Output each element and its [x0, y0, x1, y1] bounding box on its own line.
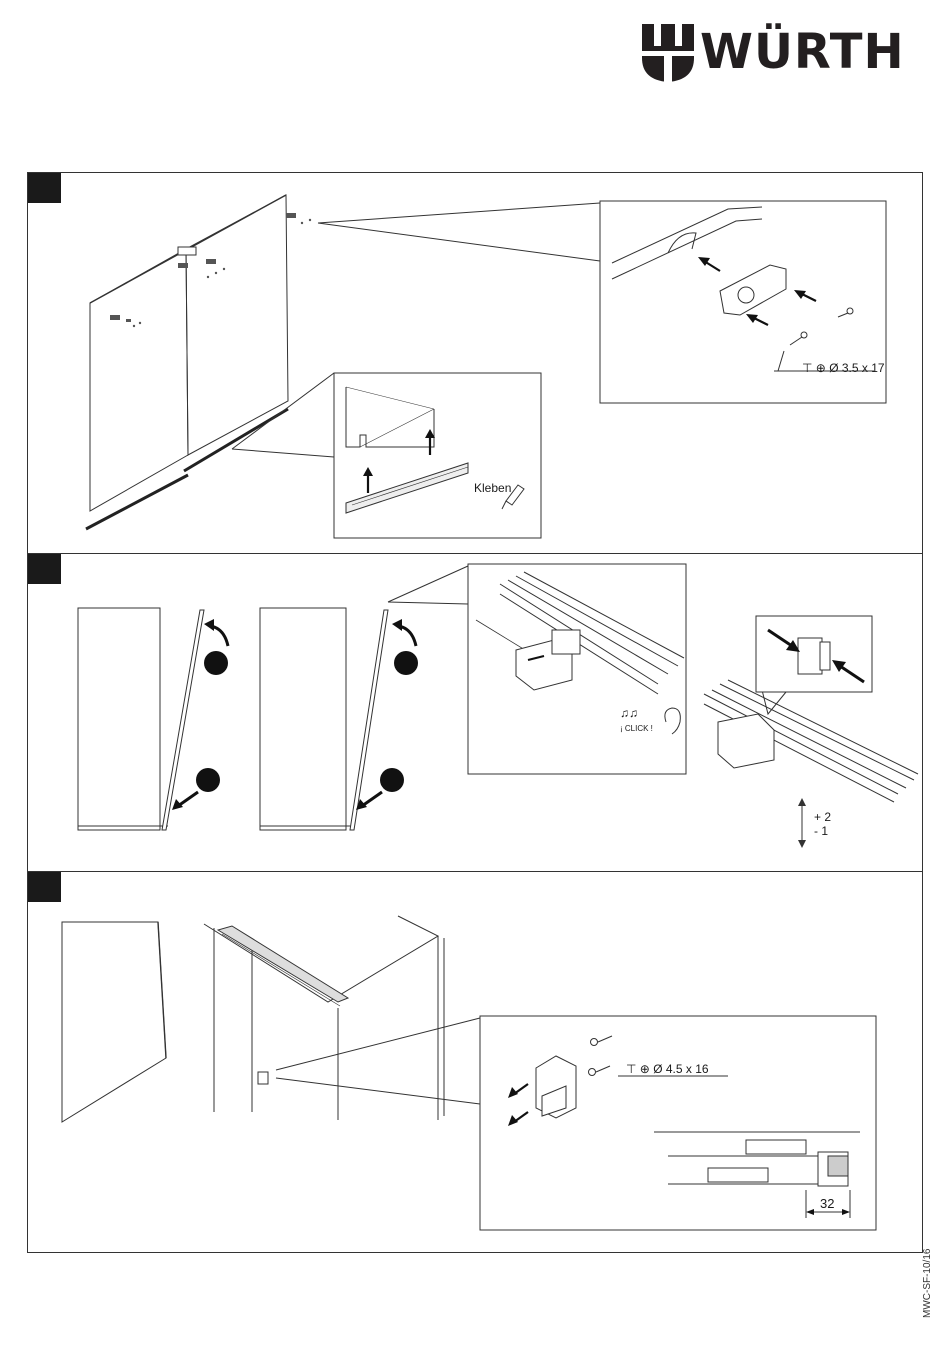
adjust-plus: + 2: [814, 810, 831, 824]
dimension-label: 32: [820, 1196, 834, 1211]
document-id: MWC-SF-10/16: [922, 1249, 933, 1318]
step-3-panel: ⊤ ⊕ Ø 4.5 x 16 32: [27, 871, 923, 1253]
step-1-illustration: [28, 173, 924, 555]
phillips-drive-icon: ⊕: [640, 1062, 650, 1076]
wurth-shield-icon: [640, 22, 696, 84]
music-notes-icon: ♫♫: [620, 706, 638, 720]
screw-head-icon: ⊤: [626, 1062, 636, 1076]
step-2-illustration: [28, 554, 924, 873]
screw-spec-2: ⊤ ⊕ Ø 4.5 x 16: [626, 1062, 709, 1076]
phillips-drive-icon: ⊕: [816, 361, 826, 375]
brand-name: WÜRTH: [700, 26, 905, 78]
step-3-illustration: [28, 872, 924, 1254]
screw-spec-1: ⊤ ⊕ Ø 3.5 x 17: [802, 361, 885, 375]
step-1-panel: Kleben ⊤ ⊕ Ø 3.5 x 17: [27, 172, 923, 554]
screw-spec-1-text: Ø 3.5 x 17: [829, 361, 884, 375]
adjust-minus: - 1: [814, 824, 828, 838]
screw-head-icon: ⊤: [802, 361, 812, 375]
wurth-logo: WÜRTH: [640, 22, 925, 84]
click-label: ¡ CLICK !: [620, 724, 653, 733]
step-2-panel: ♫♫ ¡ CLICK ! + 2 - 1: [27, 553, 923, 872]
screw-spec-2-text: Ø 4.5 x 16: [653, 1062, 708, 1076]
glue-label: Kleben: [474, 481, 511, 495]
